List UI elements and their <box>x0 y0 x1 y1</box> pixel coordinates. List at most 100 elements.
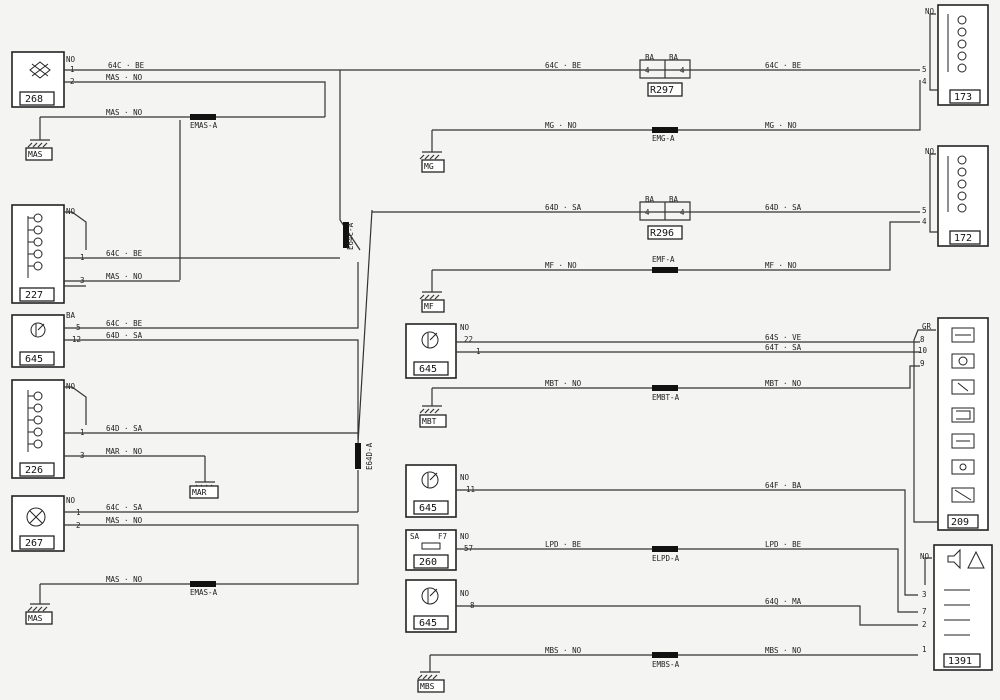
component-number: 226 <box>25 465 43 476</box>
connector-r297: BA BA 4 4 R297 <box>639 53 691 97</box>
component-645-left: 645 <box>11 314 65 368</box>
component-209: 209 <box>937 317 989 531</box>
lamp-icon <box>26 507 46 527</box>
splice-label: E64D-A <box>365 442 374 470</box>
wire-label: MG · NO <box>545 121 577 130</box>
svg-text:4: 4 <box>922 77 927 86</box>
component-number: 645 <box>419 618 437 629</box>
wire-label: LPD · BE <box>765 540 802 549</box>
component-number: 268 <box>25 94 43 105</box>
wire-label: MAS · NO <box>106 575 143 584</box>
svg-text:BA: BA <box>645 53 655 62</box>
component-number: 645 <box>25 354 43 365</box>
warning-icon <box>951 327 975 503</box>
component-number: 260 <box>419 557 437 568</box>
fuse-icon <box>421 542 441 550</box>
wire-label: 64C · BE <box>108 61 145 70</box>
ground-mbt: MBT <box>419 388 447 428</box>
ground-label: MAS <box>28 614 43 623</box>
svg-text:2: 2 <box>922 620 927 629</box>
ground-mas-bottom: MAS <box>25 584 53 625</box>
component-227: 227 <box>11 204 65 304</box>
svg-text:SA: SA <box>410 532 420 541</box>
component-number: 209 <box>951 517 969 528</box>
component-268: 268 <box>11 51 65 108</box>
splice-label: EMF-A <box>652 255 675 264</box>
ground-mf: MF <box>419 270 445 313</box>
ground-mar: MAR <box>189 456 219 499</box>
component-226: 226 <box>11 379 65 479</box>
svg-text:NO: NO <box>925 147 935 156</box>
splice-label: EMAS-A <box>190 121 218 130</box>
wire-label: MAS · NO <box>106 516 143 525</box>
wire-label: MAS · NO <box>106 272 143 281</box>
ground-label: MAS <box>28 150 43 159</box>
svg-text:9: 9 <box>920 359 925 368</box>
svg-text:NO: NO <box>66 496 76 505</box>
svg-text:4: 4 <box>922 217 927 226</box>
ground-label: MBS <box>420 682 435 691</box>
svg-text:NO: NO <box>66 55 76 64</box>
component-number: 645 <box>419 503 437 514</box>
wire-label: 64C · BE <box>765 61 802 70</box>
splice-label: E64C-A <box>346 222 355 250</box>
horn-icon <box>947 548 961 570</box>
component-number: 645 <box>419 364 437 375</box>
component-number: 172 <box>954 233 972 244</box>
component-645-right-middle: 645 <box>405 464 457 518</box>
light-switch-icon <box>421 587 439 605</box>
svg-text:BA: BA <box>669 53 679 62</box>
light-switch-icon <box>30 322 46 338</box>
svg-text:GR: GR <box>922 322 932 331</box>
svg-text:5: 5 <box>922 206 927 215</box>
ground-label: MBT <box>422 417 437 426</box>
wire-label: MBS · NO <box>765 646 802 655</box>
ground-label: MF <box>424 302 434 311</box>
wire-label: MAS · NO <box>106 73 143 82</box>
wire-label: LPD · BE <box>545 540 582 549</box>
ground-mas-top: MAS <box>25 117 53 161</box>
svg-text:10: 10 <box>918 346 928 355</box>
ground-mg: MG <box>419 130 445 173</box>
splice-label: EMAS-A <box>190 588 218 597</box>
splice-label: EMBT-A <box>652 393 680 402</box>
svg-text:NO: NO <box>460 532 470 541</box>
bulb-stack-icon <box>947 155 967 213</box>
svg-text:BA: BA <box>645 195 655 204</box>
connector-label: R296 <box>650 228 674 239</box>
component-645-right-top: 645 <box>405 323 457 379</box>
wire-label: 64T · SA <box>765 343 802 352</box>
wire-label: MAR · NO <box>106 447 143 456</box>
warning-icon <box>967 550 985 569</box>
wire-label: 64D · SA <box>106 424 143 433</box>
svg-text:BA: BA <box>669 195 679 204</box>
component-172: 172 <box>937 145 989 247</box>
ground-label: MAR <box>192 488 207 497</box>
svg-text:F7: F7 <box>438 532 447 541</box>
ground-mbs: MBS <box>417 655 445 693</box>
svg-text:NO: NO <box>920 552 930 561</box>
wire-label: MF · NO <box>545 261 577 270</box>
splice-label: EMBS-A <box>652 660 680 669</box>
component-267: 267 <box>11 495 65 552</box>
wire-label: 64D · SA <box>765 203 802 212</box>
svg-text:22: 22 <box>464 335 473 344</box>
wire-label: MAS · NO <box>106 108 143 117</box>
wire-label: 64F · BA <box>765 481 802 490</box>
bulb-stack-icon <box>27 213 43 278</box>
svg-text:NO: NO <box>460 589 470 598</box>
svg-text:3: 3 <box>922 590 927 599</box>
component-number: 173 <box>954 92 972 103</box>
lamp-icon <box>29 61 51 79</box>
svg-text:NO: NO <box>460 473 470 482</box>
ground-label: MG <box>424 162 434 171</box>
wire-label: 64D · SA <box>106 331 143 340</box>
bulb-stack-icon <box>27 390 43 452</box>
svg-text:NO: NO <box>925 7 935 16</box>
component-1391: 1391 <box>933 544 993 671</box>
bulb-stack-icon <box>947 14 967 73</box>
svg-text:NO: NO <box>460 323 470 332</box>
component-260: SA F7 260 <box>405 529 457 571</box>
light-switch-icon <box>421 331 439 349</box>
